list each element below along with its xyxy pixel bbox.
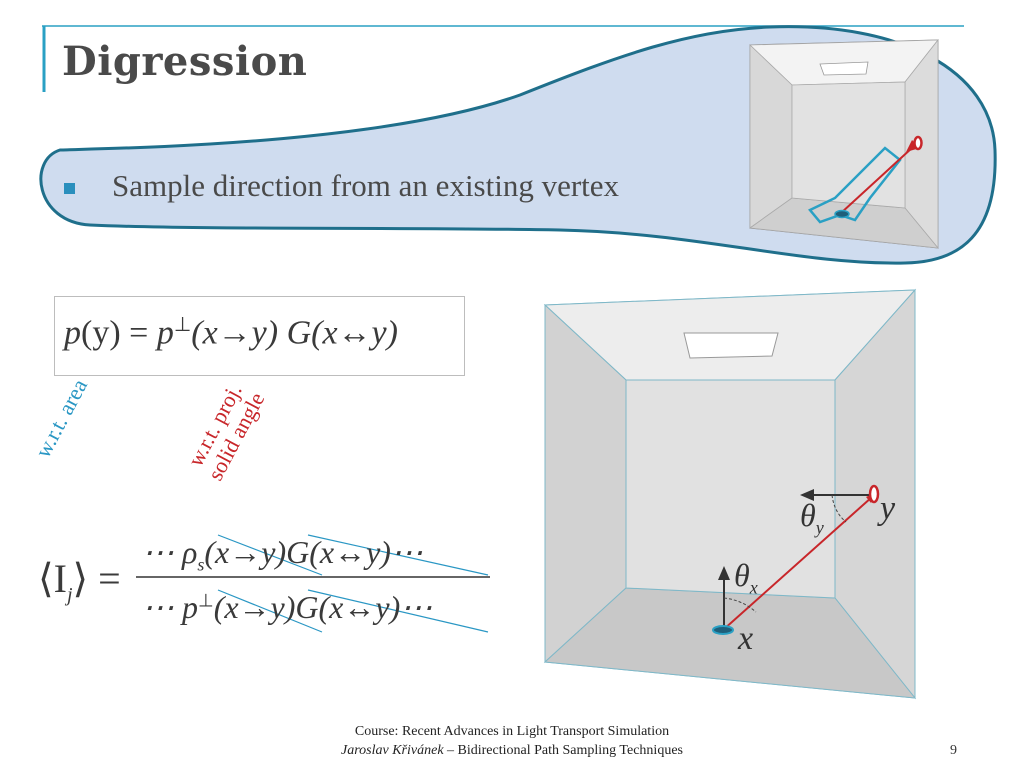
estimator-numerator: ⋯ ρs(x→y)G(x↔y)⋯ (142, 533, 423, 575)
label-theta-y: θy (800, 497, 824, 538)
pdf-formula: p(y) = p⊥(x→y) G(x↔y) (64, 312, 398, 352)
formula-perp-sup: ⊥ (173, 314, 192, 336)
theta-y-symbol: θ (800, 497, 816, 533)
slide-title: Digression (62, 38, 308, 85)
formula-equals: = (129, 314, 149, 352)
label-theta-x: θx (734, 557, 758, 598)
numerator-rest: (x→y)G(x↔y)⋯ (204, 534, 423, 570)
estimator-lhs-sub: j (66, 584, 73, 606)
page-number: 9 (950, 743, 957, 758)
large-room-illustration (543, 288, 917, 700)
bullet-square-icon (64, 183, 75, 194)
bullet-text: Sample direction from an existing vertex (112, 168, 620, 203)
estimator-lhs: ⟨Ij⟩ = (38, 555, 121, 607)
theta-x-symbol: θ (734, 557, 750, 593)
formula-box (54, 296, 465, 376)
footer-author: Jaroslav Křivánek (341, 743, 444, 758)
formula-p-perp: p (156, 314, 174, 352)
formula-lhs-arg: (y) (81, 314, 121, 352)
small-room-illustration (748, 38, 939, 250)
denominator-rest: (x→y)G(x↔y)⋯ (213, 589, 433, 625)
denominator-sup: ⊥ (198, 590, 214, 611)
formula-proj-arg: (x→y) (191, 314, 279, 352)
cancel-stroke (217, 534, 323, 576)
label-x: x (738, 620, 754, 657)
estimator-denominator: ⋯ p⊥(x→y)G(x↔y)⋯ (142, 588, 432, 626)
cancel-stroke (217, 589, 323, 633)
estimator-lhs-close: ⟩ = (72, 556, 121, 601)
denominator-p: ⋯ p (142, 589, 198, 625)
theta-y-sub: y (815, 517, 824, 538)
footer-course: Course: Recent Advances in Light Transpo… (354, 724, 670, 739)
numerator-sub: s (197, 554, 205, 575)
formula-lhs-p: p (64, 314, 81, 352)
footer-author-line: Jaroslav Křivánek – Bidirectional Path S… (0, 743, 1024, 759)
numerator-rho: ⋯ ρ (142, 534, 198, 570)
cancel-stroke (307, 534, 489, 576)
footer-talk-title: – Bidirectional Path Sampling Techniques (443, 743, 683, 758)
label-y: y (880, 490, 896, 527)
estimator-lhs-open: ⟨I (38, 556, 67, 601)
formula-geom: G(x↔y) (286, 314, 398, 352)
cancel-stroke (307, 589, 489, 633)
theta-x-sub: x (749, 577, 758, 598)
